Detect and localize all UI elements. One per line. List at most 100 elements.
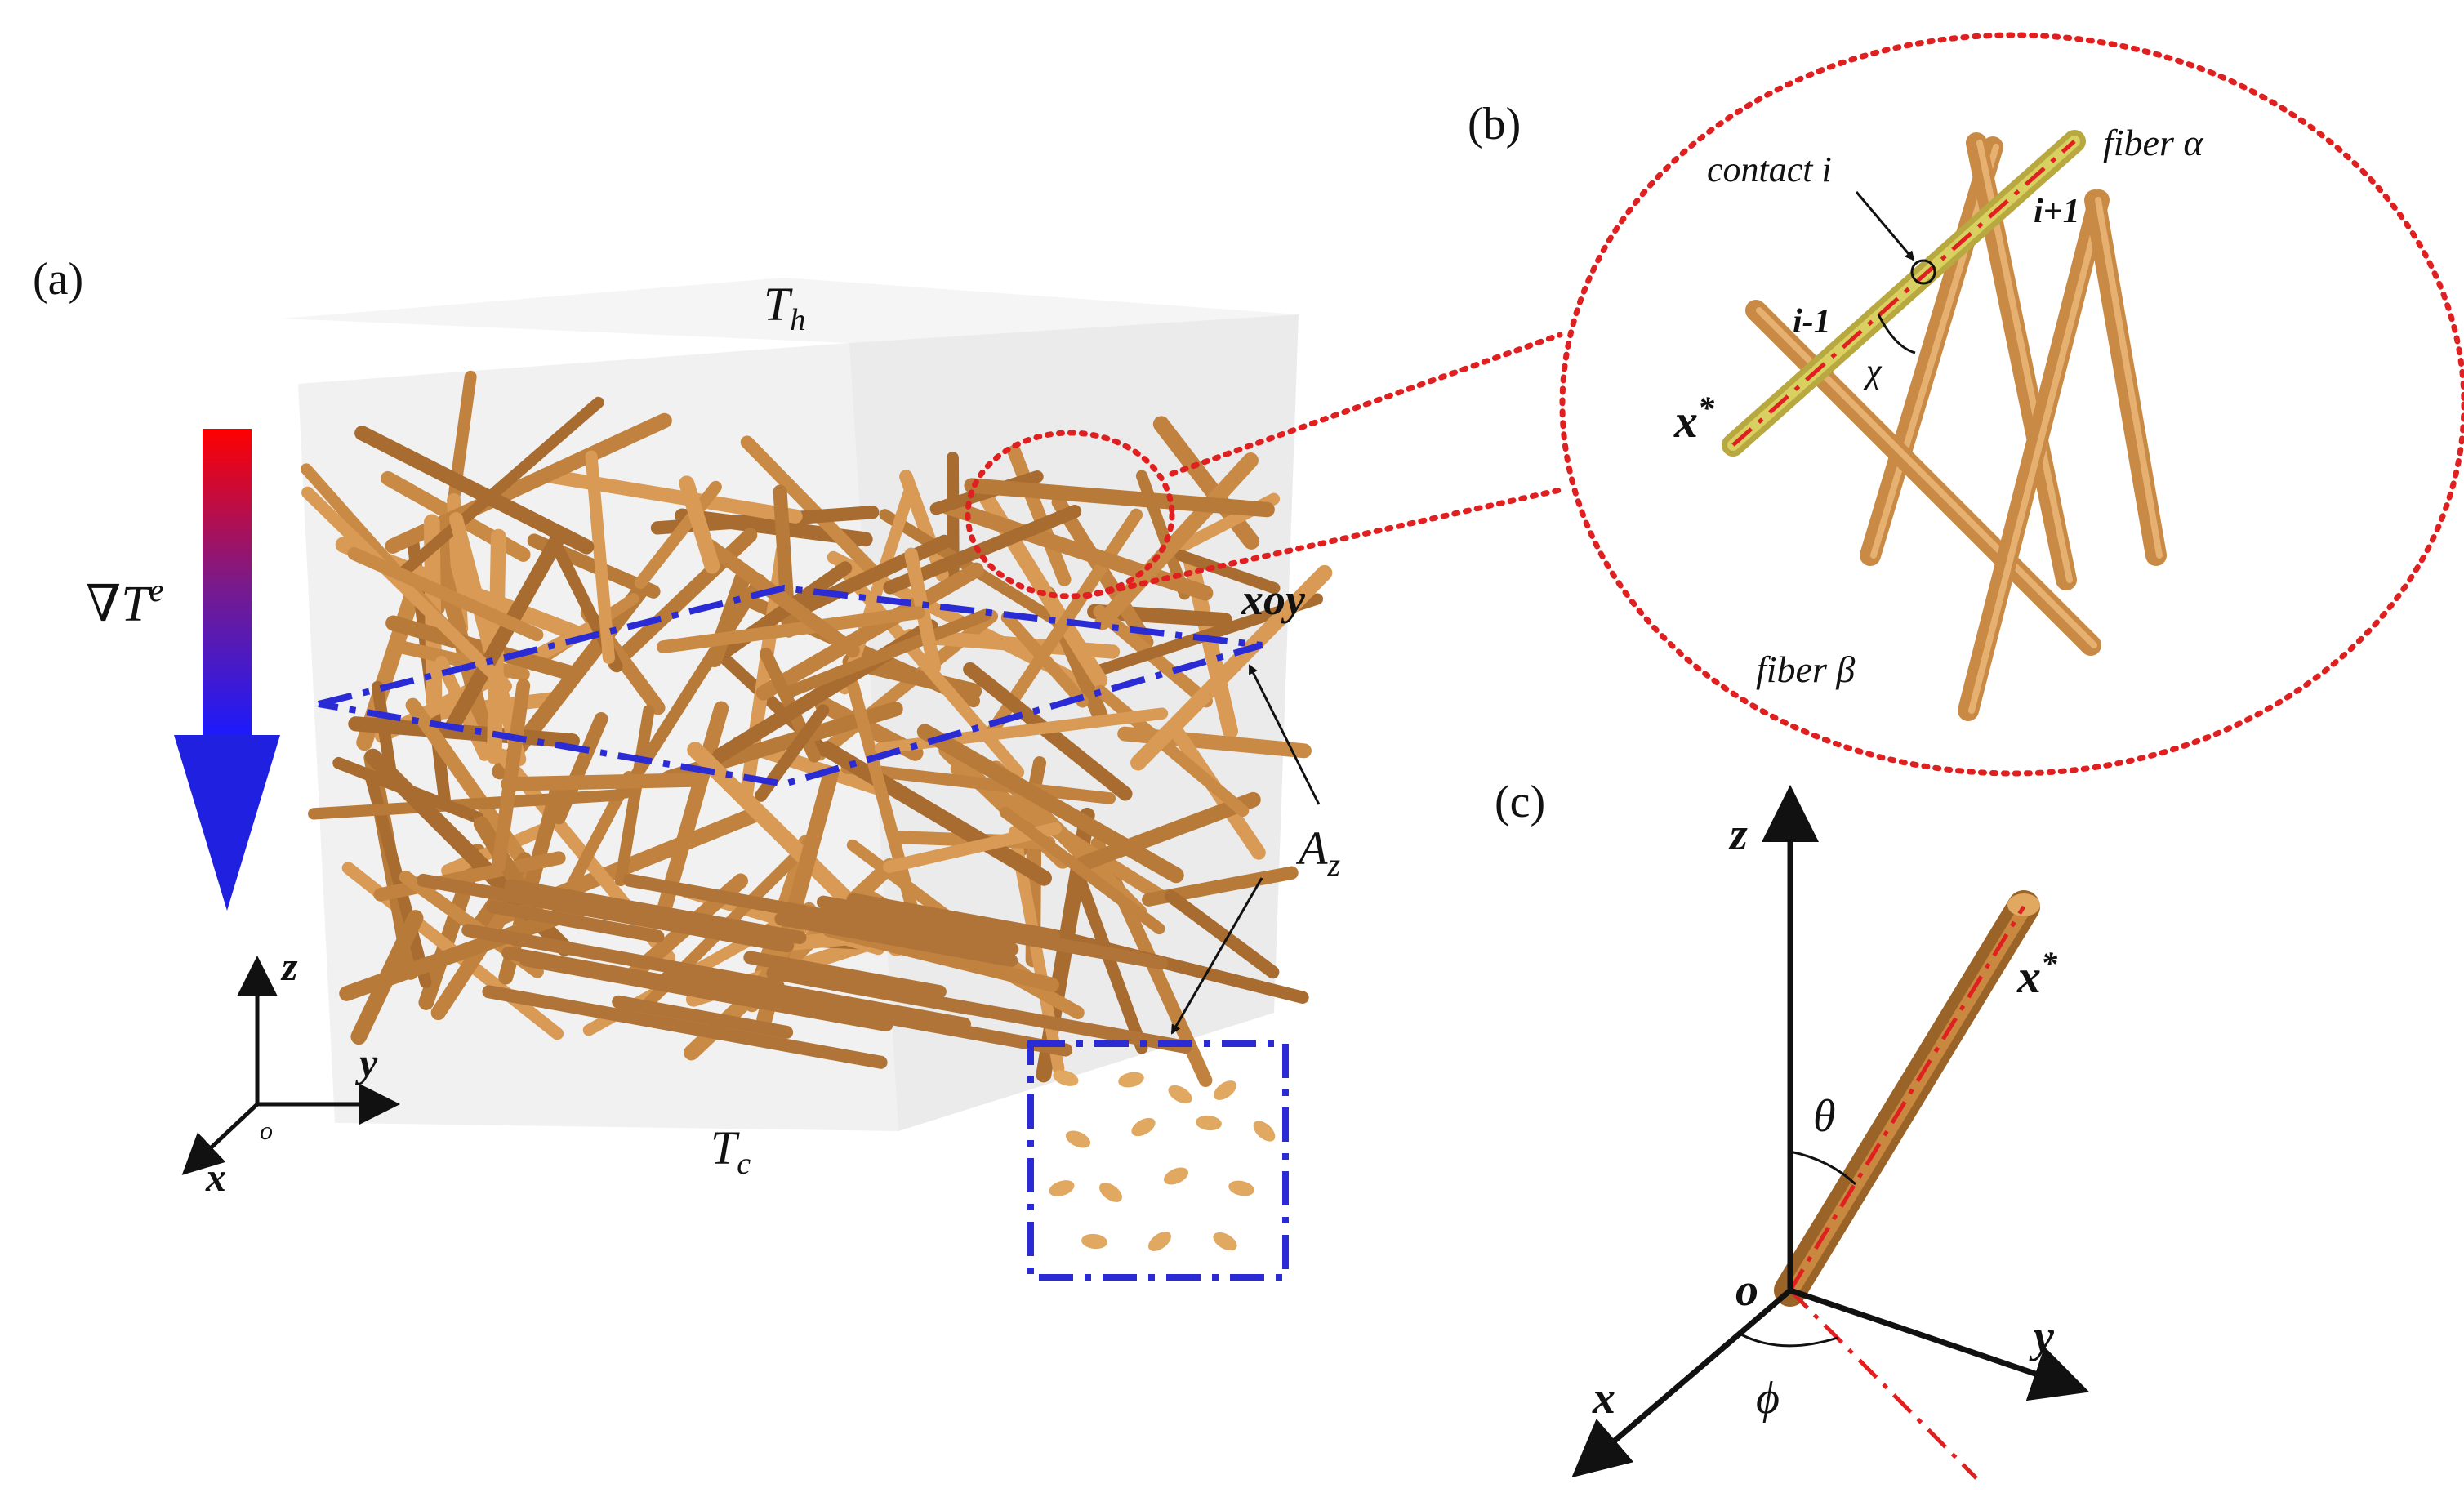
panel-b: (b) fiber α contact i i+1 i-1 χ x* fiber…: [1468, 32, 2464, 777]
zoom-source-circle: [965, 430, 1175, 599]
xoy-plane-label: xoy: [1241, 575, 1306, 624]
fiber-alpha-label: fiber α: [2103, 122, 2203, 163]
fiber: [702, 538, 860, 658]
panel-c-label: (c): [1495, 777, 1545, 827]
panel-b-label: (b): [1468, 99, 1521, 149]
axis-c-origin-label: o: [1735, 1265, 1758, 1316]
fiber-beta-label: fiber β: [1756, 648, 1855, 690]
fiber: [743, 951, 947, 999]
fiber: [622, 873, 1019, 956]
panel-c: (c) z y x o θ ϕ x*: [1495, 777, 2090, 1480]
fiber: [482, 985, 888, 1069]
fiber-cross-section: [1049, 1180, 1075, 1196]
fiber: [461, 924, 785, 993]
fiber: [657, 606, 925, 654]
fiber: [585, 450, 615, 664]
fiber: [846, 679, 924, 935]
fiber: [1094, 452, 1259, 630]
fiber: [373, 851, 566, 902]
fiber: [755, 562, 984, 701]
fiber: [583, 965, 892, 1031]
fiber-alpha: [1722, 130, 2086, 457]
fiber: [1165, 889, 1280, 979]
fiber-cross-section: [1228, 1180, 1254, 1196]
fiber: [840, 761, 1116, 804]
zoom-line-lower: [1083, 487, 1563, 599]
fiber: [504, 879, 807, 944]
fiber: [916, 724, 1184, 884]
fiber: [1174, 550, 1281, 595]
axis-a-y-label: y: [355, 1040, 378, 1085]
fiber-cross-section: [1253, 1121, 1276, 1142]
fiber-cross-sections: [1049, 1070, 1276, 1251]
axis-c-x: [1571, 1288, 1793, 1478]
orientation-fiber: [1774, 890, 2040, 1307]
fiber-cross-section: [1099, 1183, 1122, 1202]
orientation-axis-label: x*: [2016, 945, 2058, 1003]
axes-a: [181, 956, 400, 1175]
fiber: [846, 893, 1060, 942]
fiber-cross-section: [1213, 1232, 1237, 1251]
fiber: [385, 615, 577, 681]
box-top-face: [282, 278, 1299, 343]
cross-section-area-label: Az: [1295, 822, 1340, 883]
axis-a-origin-label: o: [260, 1116, 273, 1145]
fiber: [501, 773, 704, 791]
fiber-cross-section: [1118, 1072, 1144, 1088]
axis-a-x: [181, 1103, 259, 1175]
cross-section-inset: [1027, 1040, 1289, 1281]
xoy-plane: [318, 584, 1263, 788]
fiber: [1094, 684, 1250, 818]
detail-fibers: [1745, 132, 2167, 721]
fiber: [778, 985, 971, 1031]
orientation-fiber-end: [2007, 893, 2040, 916]
fiber: [308, 789, 626, 820]
fiber: [394, 396, 604, 580]
gradient-label: ∇Te: [86, 572, 164, 632]
fiber-cross-section: [1163, 1167, 1189, 1185]
fiber-alpha-axis: [1731, 140, 2076, 447]
fiber: [999, 806, 1165, 935]
fiber: [1000, 611, 1089, 708]
fiber: [537, 468, 803, 524]
fiber: [985, 508, 1143, 738]
fiber: [1074, 876, 1148, 1054]
detail-fiber-shine: [1968, 197, 2105, 714]
axis-a-z-label: z: [280, 943, 298, 989]
fiber-cross-section: [1081, 1233, 1107, 1250]
gradient-arrow-shaft: [203, 429, 252, 739]
fiber: [964, 478, 1275, 518]
temperature-gradient-arrow: [174, 429, 280, 911]
axes-c: [1571, 785, 2090, 1478]
prev-contact-label: i-1: [1793, 303, 1831, 341]
cross-section-outline: [1027, 1040, 1289, 1281]
contact-label: contact i: [1707, 149, 1832, 189]
contact-pointer: [1855, 191, 1915, 261]
fiber: [679, 475, 720, 574]
area-pointer-to-section: [1170, 877, 1263, 1035]
fiber: [619, 574, 766, 799]
fiber: [448, 512, 527, 767]
fiber-cross-section: [1214, 1080, 1236, 1100]
cold-temperature-label: Tc: [711, 1121, 751, 1181]
fiber: [612, 995, 794, 1039]
detail-fiber-shine: [2095, 197, 2163, 559]
fiber: [332, 756, 483, 824]
panel-a: (a) Th Tc ∇Te xoy: [33, 254, 1563, 1281]
gradient-arrow-head: [174, 735, 280, 911]
hot-temperature-label: Th: [764, 278, 805, 337]
fiber: [443, 529, 567, 735]
chi-angle-label: χ: [1863, 353, 1883, 390]
fiber: [780, 608, 991, 700]
zoom-line-upper: [1169, 332, 1563, 477]
fiber: [486, 900, 665, 943]
phi-label: ϕ: [1756, 1373, 1780, 1424]
fiber: [634, 480, 722, 590]
theta-label: θ: [1813, 1091, 1836, 1142]
fiber-cross-section: [1168, 1085, 1192, 1104]
fiber: [1130, 564, 1333, 771]
axis-c-y: [1789, 1287, 2090, 1401]
fiber-cross-section: [1196, 1115, 1222, 1131]
fiber: [301, 486, 513, 693]
